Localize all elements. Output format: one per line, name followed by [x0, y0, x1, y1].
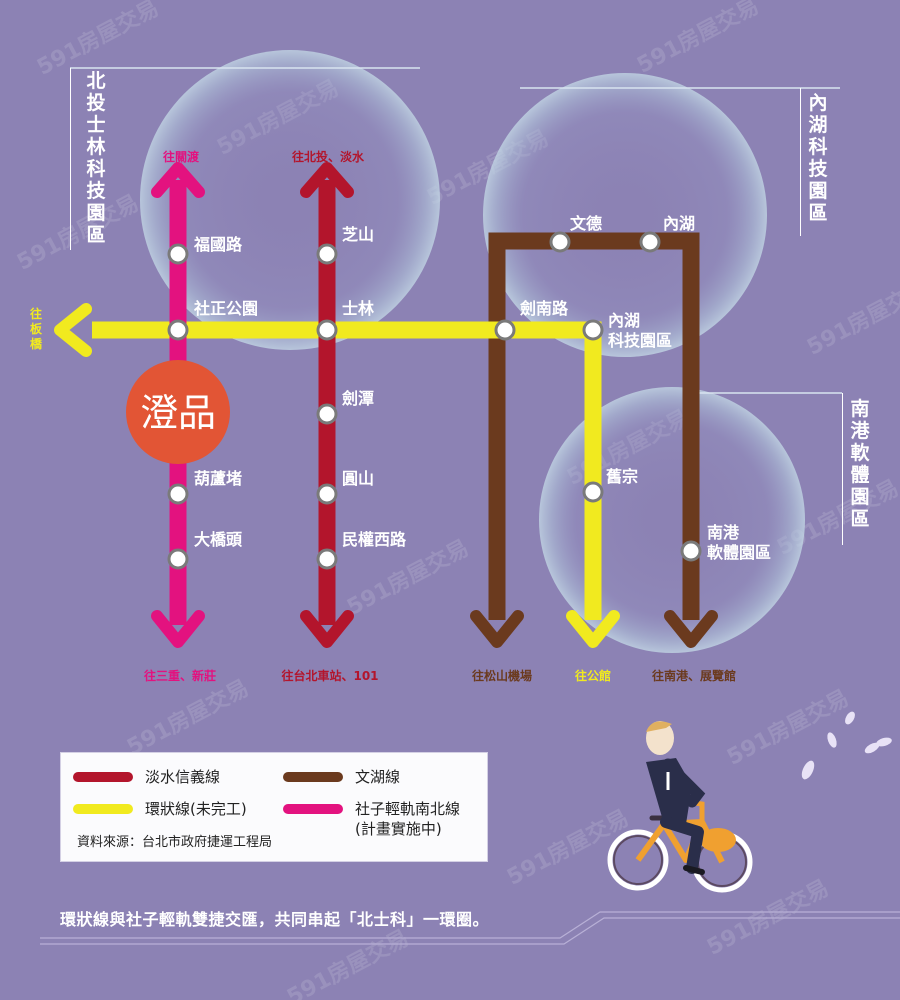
legend-label-tamsui: 淡水信義線	[145, 768, 221, 786]
station-label-neihu-tech-2: 科技園區	[608, 331, 672, 350]
shezi-arrow-south	[151, 610, 205, 648]
legend-item-shezi: 社子輕軌南北線 (計畫實施中)	[283, 799, 460, 839]
station-label-jiuzong: 舊宗	[606, 467, 638, 486]
bike-basket	[700, 828, 736, 852]
station-label-shezheng: 社正公園	[193, 299, 258, 318]
rider-legs	[660, 816, 704, 874]
direction-label-banqiao-1: 往	[30, 306, 42, 321]
area-label-beitou: 北 投 士 林 科 技 園 區	[86, 70, 106, 246]
legend-label-circular: 環狀線(未完工)	[145, 800, 247, 818]
area-label-neihu: 內 湖 科 技 園 區	[808, 92, 828, 224]
legend-swatch-circular	[73, 804, 133, 814]
station-dot-yuanshan[interactable]	[316, 483, 338, 505]
tamsui-arrow-south	[300, 610, 354, 648]
legend-label-shezi: 社子輕軌南北線	[355, 800, 461, 818]
station-label-minquan: 民權西路	[342, 530, 407, 549]
station-label-daqiao: 大橋頭	[194, 530, 243, 549]
direction-label-taipei: 往台北車站、101	[281, 668, 378, 683]
station-dot-hulu[interactable]	[167, 483, 189, 505]
legend-label-wenhu: 文湖線	[355, 768, 401, 786]
legend-label-shezi-status: (計畫實施中)	[355, 820, 442, 838]
area-frame-neihu	[800, 88, 841, 236]
station-dot-fuguo[interactable]	[167, 243, 189, 265]
area-frame-beitou	[70, 68, 109, 250]
circular-arrow-gongguan	[566, 610, 620, 648]
shezi-arrow-north	[151, 162, 205, 198]
direction-label-guandu: 往關渡	[163, 149, 200, 164]
decorative-line	[40, 917, 900, 945]
station-dot-shezheng[interactable]	[167, 319, 189, 341]
zone-bubble-nangang	[539, 387, 805, 653]
station-label-zhishan: 芝山	[342, 225, 374, 244]
legend-swatch-tamsui	[73, 772, 133, 782]
direction-label-nangang: 往南港、展覽館	[652, 668, 736, 683]
station-label-jiantan: 劍潭	[341, 389, 374, 408]
station-dot-minquan[interactable]	[316, 548, 338, 570]
legend-swatch-wenhu	[283, 772, 343, 782]
station-label-nangang-2: 軟體園區	[707, 543, 771, 562]
direction-label-banqiao-2: 板	[30, 321, 43, 336]
legend-item-circular: 環狀線(未完工)	[73, 799, 247, 819]
tamsui-arrow-north	[300, 162, 354, 198]
station-label-yuanshan: 圓山	[342, 469, 374, 488]
legend-item-wenhu: 文湖線	[283, 767, 400, 787]
project-marker[interactable]	[126, 360, 230, 464]
station-label-nangang-1: 南港	[707, 523, 740, 542]
station-dot-neihu-tech[interactable]	[582, 319, 604, 341]
station-dot-jiannan[interactable]	[494, 319, 516, 341]
project-marker-label: 澄品	[140, 391, 216, 435]
petal-decor	[801, 711, 892, 780]
direction-label-songshan: 往松山機場	[472, 668, 532, 683]
direction-label-beitou: 往北投、淡水	[292, 149, 365, 164]
source-note: 資料來源：台北市政府捷運工程局	[77, 835, 273, 850]
station-label-hulu: 葫蘆堵	[194, 469, 242, 488]
caption: 環狀線與社子輕軌雙捷交匯，共同串起「北士科」一環圈。	[60, 910, 490, 929]
station-label-shilin: 士林	[342, 299, 374, 318]
station-dot-zhishan[interactable]	[316, 243, 338, 265]
station-dot-wende[interactable]	[549, 231, 571, 253]
wenhu-arrow-nangang	[664, 610, 718, 648]
wenhu-line	[488, 232, 700, 620]
station-dot-neihu[interactable]	[639, 231, 661, 253]
station-label-neihu-tech-1: 內湖	[608, 311, 640, 330]
station-dot-jiantan[interactable]	[316, 403, 338, 425]
direction-label-sanchong: 往三重、新莊	[144, 668, 216, 683]
station-dot-daqiao[interactable]	[167, 548, 189, 570]
station-label-fuguo: 福國路	[193, 235, 243, 254]
area-frame-nangang	[842, 393, 883, 545]
legend: 淡水信義線 文湖線 環狀線(未完工) 社子輕軌南北線 (計畫實施中) 資料來源：…	[60, 752, 488, 862]
cyclist-illustration	[607, 721, 753, 893]
legend-swatch-shezi	[283, 804, 343, 814]
circular-arrow-banqiao	[54, 303, 92, 357]
direction-label-banqiao-3: 橋	[30, 336, 43, 351]
decorative-line	[40, 911, 900, 939]
wenhu-arrow-songshan	[470, 610, 524, 648]
bike-rear-wheel	[607, 829, 669, 891]
direction-label-gongguan: 往公館	[575, 668, 611, 683]
area-label-nangang: 南 港 軟 體 園 區	[850, 398, 870, 530]
station-label-jiannan: 劍南路	[519, 299, 569, 318]
station-label-wende: 文德	[570, 214, 602, 233]
zone-bubble-beitou	[140, 50, 440, 350]
station-dot-shilin[interactable]	[316, 319, 338, 341]
station-label-neihu: 內湖	[663, 214, 695, 233]
station-dot-nangang[interactable]	[680, 540, 702, 562]
legend-item-tamsui: 淡水信義線	[73, 767, 220, 787]
station-dot-jiuzong[interactable]	[582, 481, 604, 503]
